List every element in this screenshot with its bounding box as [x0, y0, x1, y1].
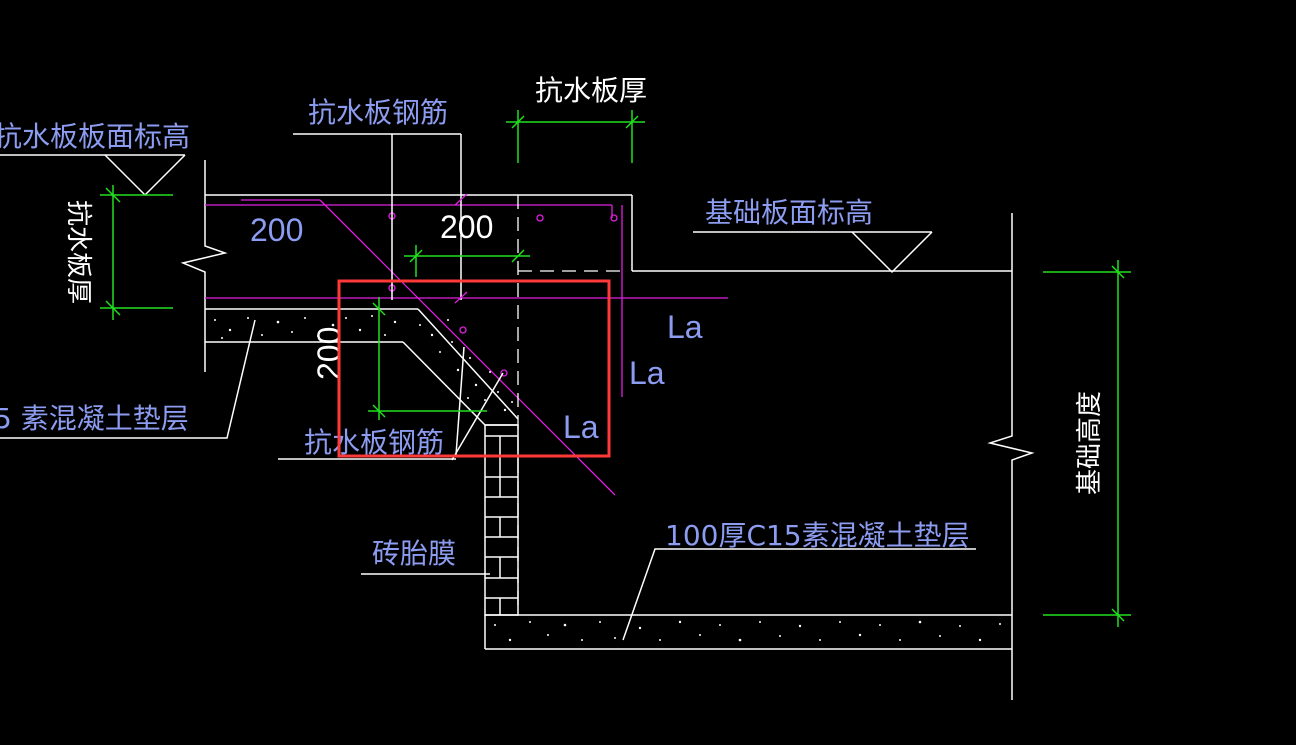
cushion-hatch-left — [214, 315, 397, 339]
foundation-outline — [631, 195, 1035, 700]
foundation-top-elevation-label: 基础板面标高 — [705, 196, 873, 229]
foundation-height-label: 基础高度 — [1075, 391, 1105, 495]
cushion-right-label: 100厚C15素混凝土垫层 — [665, 519, 970, 552]
dimension-200-slope: 200 — [311, 327, 347, 380]
foundation-height-dimension — [1043, 260, 1131, 627]
top-200-dimension — [404, 245, 530, 277]
raft-rebar-lines — [205, 199, 728, 496]
raft-rebar-top-leader — [293, 133, 468, 304]
raft-thickness-top-label: 抗水板厚 — [535, 74, 647, 107]
cushion-left-label: 5 素混凝土垫层 — [0, 402, 189, 435]
raft-thickness-dimension — [100, 185, 173, 320]
slope-200-dimension — [368, 297, 487, 420]
brick-membrane-wall — [484, 424, 519, 616]
raft-slab-left-edge — [180, 160, 632, 372]
raft-thickness-vertical-label: 抗水板厚 — [63, 200, 93, 304]
raft-top-elevation-label: 抗水板板面标高 — [0, 120, 190, 153]
raft-top-elevation-marker — [0, 154, 186, 197]
cushion-hatch-right — [494, 620, 1001, 642]
brick-membrane-label: 砖胎膜 — [372, 537, 456, 570]
raft-thickness-top-dimension — [506, 110, 645, 163]
dimension-200-left: 200 — [250, 212, 303, 248]
rebar-dots — [388, 212, 618, 377]
raft-rebar-top-label: 抗水板钢筋 — [308, 96, 448, 129]
haunch-hatch — [419, 319, 513, 412]
cushion-right — [484, 614, 1012, 650]
anchor-length-la-3: La — [563, 409, 599, 445]
highlight-selection-box[interactable] — [337, 279, 611, 458]
anchor-length-la-1: La — [667, 309, 703, 345]
dimension-200-top: 200 — [440, 209, 493, 245]
foundation-top-elevation-marker — [693, 231, 933, 274]
anchor-length-la-2: La — [629, 355, 665, 391]
cushion-left-leader — [0, 319, 256, 439]
cushion-right-leader — [622, 548, 976, 641]
raft-rebar-bottom-label: 抗水板钢筋 — [304, 426, 444, 459]
